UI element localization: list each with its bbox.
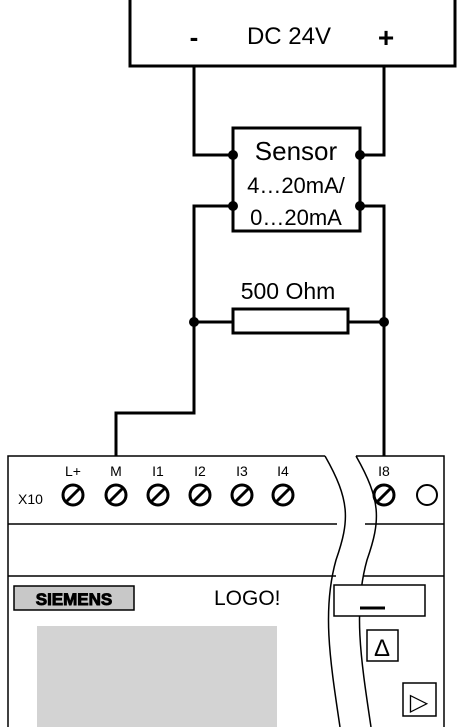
power-supply: - DC 24V + xyxy=(128,0,457,68)
wire-plus-to-sensor xyxy=(360,66,386,157)
resistor-body xyxy=(231,307,350,335)
terminal-screw-m xyxy=(104,483,128,507)
up-button[interactable] xyxy=(366,629,399,662)
terminal-screw-i1 xyxy=(146,483,170,507)
sensor-box xyxy=(231,126,362,233)
terminal-label-i3: I3 xyxy=(236,463,248,479)
module-slot xyxy=(333,584,426,617)
wire-sensor-left-out xyxy=(192,204,233,322)
terminal-screw-lplus xyxy=(61,483,85,507)
terminal-label-m: M xyxy=(110,463,122,479)
sensor-title: Sensor xyxy=(255,136,338,166)
sensor-range-line1: 4…20mA/ xyxy=(247,173,346,198)
terminal-screw-i2 xyxy=(188,483,212,507)
terminal-label-lplus: L+ xyxy=(65,463,81,479)
terminal-label-i1: I1 xyxy=(152,463,164,479)
resistor-label: 500 Ohm xyxy=(241,278,336,304)
wire-sensor-right-out xyxy=(360,204,386,322)
module-outline-right xyxy=(356,455,445,727)
siemens-logo: SIEMENS xyxy=(36,590,113,609)
terminal-label-i2: I2 xyxy=(194,463,206,479)
up-arrow-icon: Δ xyxy=(374,635,390,662)
resistor: 500 Ohm xyxy=(189,278,389,335)
module-outline-left xyxy=(7,455,325,727)
power-voltage-label: DC 24V xyxy=(247,23,331,50)
connector-label: X10 xyxy=(18,491,43,507)
logo-model-label: LOGO! xyxy=(214,587,281,610)
sensor: Sensor 4…20mA/ 0…20mA xyxy=(228,126,365,233)
terminal-screw-i8 xyxy=(372,483,396,507)
right-button[interactable] xyxy=(402,682,437,717)
terminal-label-i8: I8 xyxy=(378,463,390,479)
sensor-terminal-top-left xyxy=(228,150,238,160)
power-plus-label: + xyxy=(378,22,394,53)
terminal-screw-i3 xyxy=(230,483,254,507)
sensor-range-line2: 0…20mA xyxy=(250,205,342,230)
sensor-terminal-top-right xyxy=(355,150,365,160)
power-minus-label: - xyxy=(190,22,199,52)
terminal-label-i4: I4 xyxy=(277,463,289,479)
wire-to-terminal-m xyxy=(114,322,196,456)
display-screen xyxy=(37,626,277,727)
power-supply-box xyxy=(128,0,457,68)
terminal-screw-i4 xyxy=(271,483,295,507)
terminal-empty xyxy=(416,484,438,506)
right-arrow-icon: ▷ xyxy=(410,689,429,716)
break-line-left xyxy=(324,455,347,727)
logo-module: X10 L+ M I1 I2 I3 I4 I8 SIEMENS LOGO! Δ … xyxy=(7,455,445,727)
siemens-badge xyxy=(13,585,135,611)
wire-minus-to-sensor xyxy=(192,66,233,157)
